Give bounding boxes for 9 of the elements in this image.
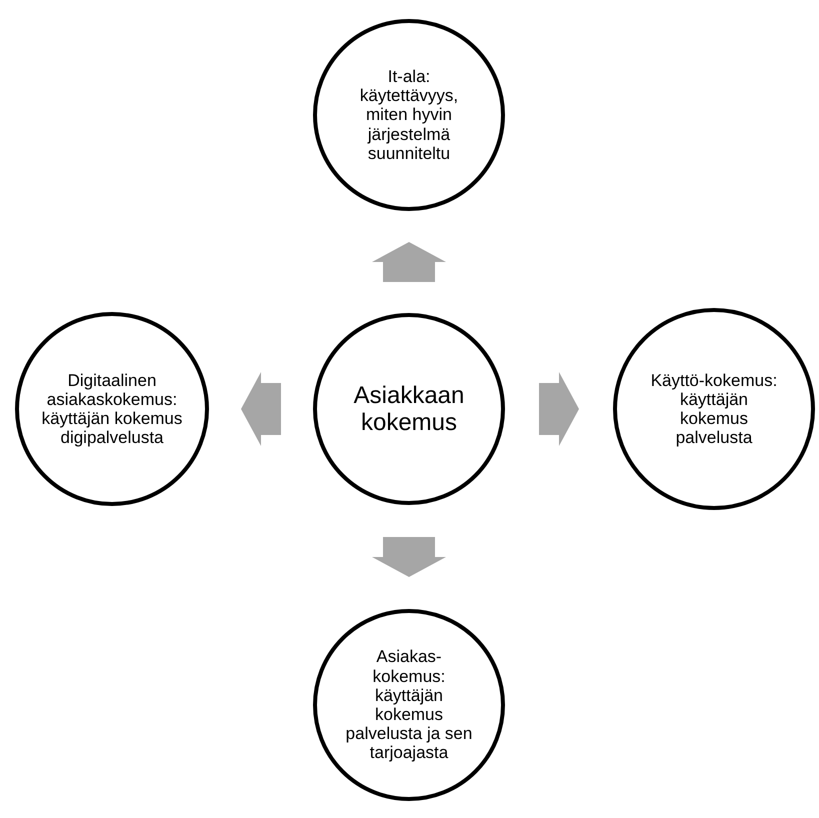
node-label: Käyttö-kokemus: käyttäjän kokemus palvelusta [650, 370, 778, 448]
node-label: It-ala: käytettävyys, miten hyvin järjestelmä suunniteltu [358, 66, 460, 163]
node-label: Asiakkaan kokemus [352, 382, 466, 436]
node-label: Digitaalinen asiakaskokemus: käyttäjän kokemus digipalvelusta [40, 370, 184, 448]
block-arrow [372, 537, 446, 577]
block-arrow [372, 242, 446, 282]
node-label: Asiakas-kokemus: käyttäjän kokemus palvelusta ja sen tarjoajasta [344, 647, 474, 763]
block-arrow [539, 372, 579, 446]
block-arrow [241, 372, 281, 446]
